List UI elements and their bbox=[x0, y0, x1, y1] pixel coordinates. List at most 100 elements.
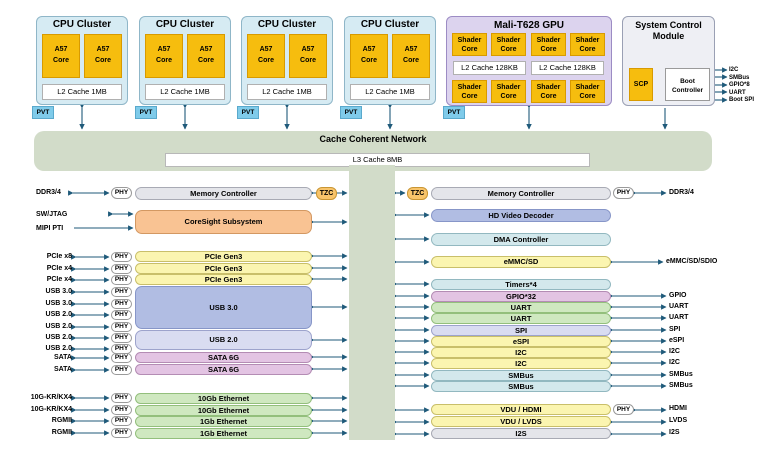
io-block: SMBus bbox=[431, 370, 611, 381]
shader-name: Shader bbox=[575, 37, 600, 44]
vdu-hdmi-block: VDU / HDMI bbox=[431, 404, 611, 415]
usb3-block: USB 3.0 bbox=[135, 286, 312, 329]
shader-type: Core bbox=[500, 46, 517, 53]
core-type: Core bbox=[53, 57, 69, 64]
usb2-block: USB 2.0 bbox=[135, 330, 312, 350]
io-block: GPIO*32 bbox=[431, 291, 611, 302]
i2s-label: I2S bbox=[669, 429, 680, 436]
io-port-label: SPI bbox=[669, 326, 681, 333]
left-port-phy: PHY bbox=[111, 310, 132, 320]
core-name: A57 bbox=[54, 46, 68, 53]
core-type: Core bbox=[198, 57, 214, 64]
core-name: A57 bbox=[96, 46, 110, 53]
left-port-label: USB 2.0 bbox=[45, 323, 72, 330]
left-port-phy: PHY bbox=[111, 365, 132, 375]
left-port-phy: PHY bbox=[111, 252, 132, 262]
io-block: eSPI bbox=[431, 336, 611, 347]
scm-interface-label: Boot SPI bbox=[729, 97, 754, 103]
shader-name: Shader bbox=[496, 84, 521, 91]
shader-type: Core bbox=[579, 46, 596, 53]
io-port-label: I2C bbox=[669, 348, 680, 355]
hdmi-phy: PHY bbox=[613, 404, 634, 415]
tzc-left: TZC bbox=[316, 187, 337, 200]
ethernet-port-label: 10G-KR/KX4 bbox=[30, 406, 72, 413]
shader-type: Core bbox=[461, 46, 478, 53]
ethernet-phy: PHY bbox=[111, 393, 132, 403]
sata-6g-block-2: SATA 6G bbox=[135, 364, 312, 375]
scm-title-line2: Module bbox=[652, 31, 685, 41]
core-type: Core bbox=[156, 57, 172, 64]
timers-block: Timers*4 bbox=[431, 279, 611, 290]
left-port-phy: PHY bbox=[111, 299, 132, 309]
ethernet-port-label: RGMII bbox=[51, 417, 72, 424]
left-port-label: USB 2.0 bbox=[45, 334, 72, 341]
gpu-pvt-sensor: PVT bbox=[443, 106, 465, 119]
left-port-label: SATA bbox=[53, 354, 72, 361]
ethernet-phy: PHY bbox=[111, 416, 132, 426]
left-port-phy: PHY bbox=[111, 333, 132, 343]
core-name: A57 bbox=[362, 46, 376, 53]
emmc-sdio-label: eMMC/SD/SDIO bbox=[666, 258, 718, 265]
scm-interface-label: UART bbox=[729, 89, 746, 96]
shader-type: Core bbox=[500, 93, 517, 100]
left-port-label: USB 2.0 bbox=[45, 311, 72, 318]
vdu-lvds-block: VDU / LVDS bbox=[431, 416, 611, 427]
ddr-right-label: DDR3/4 bbox=[669, 189, 694, 196]
ethernet-phy: PHY bbox=[111, 428, 132, 438]
l2-cache-1mb: L2 Cache 1MB bbox=[145, 84, 225, 100]
shader-name: Shader bbox=[536, 37, 561, 44]
core-type: Core bbox=[258, 57, 274, 64]
shader-name: Shader bbox=[496, 37, 521, 44]
io-port-label: I2C bbox=[669, 359, 680, 366]
l2-cache-1mb: L2 Cache 1MB bbox=[42, 84, 122, 100]
io-port-label: UART bbox=[669, 303, 689, 310]
scm-title-line1: System Control bbox=[635, 20, 702, 30]
io-block: UART bbox=[431, 302, 611, 313]
boot-controller-line2: Controller bbox=[671, 87, 704, 94]
cpu-pvt-sensor: PVT bbox=[32, 106, 54, 119]
ethernet-port-label: RGMII bbox=[51, 429, 72, 436]
io-port-label: SMBus bbox=[669, 382, 693, 389]
cpu-cluster-title: CPU Cluster bbox=[360, 19, 420, 30]
io-port-label: eSPI bbox=[669, 337, 685, 344]
shader-name: Shader bbox=[536, 84, 561, 91]
hd-video-decoder: HD Video Decoder bbox=[431, 209, 611, 222]
gpu-l2-cache-left: L2 Cache 128KB bbox=[453, 61, 526, 75]
boot-controller: Boot Controller bbox=[665, 68, 710, 101]
memory-controller-right: Memory Controller bbox=[431, 187, 611, 200]
core-name: A57 bbox=[199, 46, 213, 53]
io-port-label: GPIO bbox=[669, 292, 687, 299]
core-name: A57 bbox=[404, 46, 418, 53]
gpu-title: Mali-T628 GPU bbox=[493, 20, 565, 31]
lvds-label: LVDS bbox=[669, 417, 688, 424]
scm-interface-label: I2C bbox=[729, 67, 739, 73]
core-type: Core bbox=[403, 57, 419, 64]
emmc-sd-block: eMMC/SD bbox=[431, 256, 611, 268]
ccn-title: Cache Coherent Network bbox=[319, 134, 427, 144]
pcie-gen3-block-2: PCIe Gen3 bbox=[135, 263, 312, 274]
i2s-block: I2S bbox=[431, 428, 611, 439]
io-block: SMBus bbox=[431, 381, 611, 392]
pcie-gen3-block-1: PCIe Gen3 bbox=[135, 251, 312, 262]
core-type: Core bbox=[95, 57, 111, 64]
cpu-pvt-sensor: PVT bbox=[135, 106, 157, 119]
hdmi-label: HDMI bbox=[669, 405, 687, 412]
left-port-label: PCIe x8 bbox=[46, 253, 72, 260]
ddr-left-label: DDR3/4 bbox=[36, 189, 61, 196]
mipi-pti-label: MIPI PTI bbox=[36, 225, 64, 232]
left-port-phy: PHY bbox=[111, 275, 132, 285]
left-port-label: USB 3.0 bbox=[45, 288, 72, 295]
gpu-l2-cache-right: L2 Cache 128KB bbox=[531, 61, 604, 75]
scp-block: SCP bbox=[629, 68, 653, 101]
pcie-gen3-block-3: PCIe Gen3 bbox=[135, 274, 312, 285]
